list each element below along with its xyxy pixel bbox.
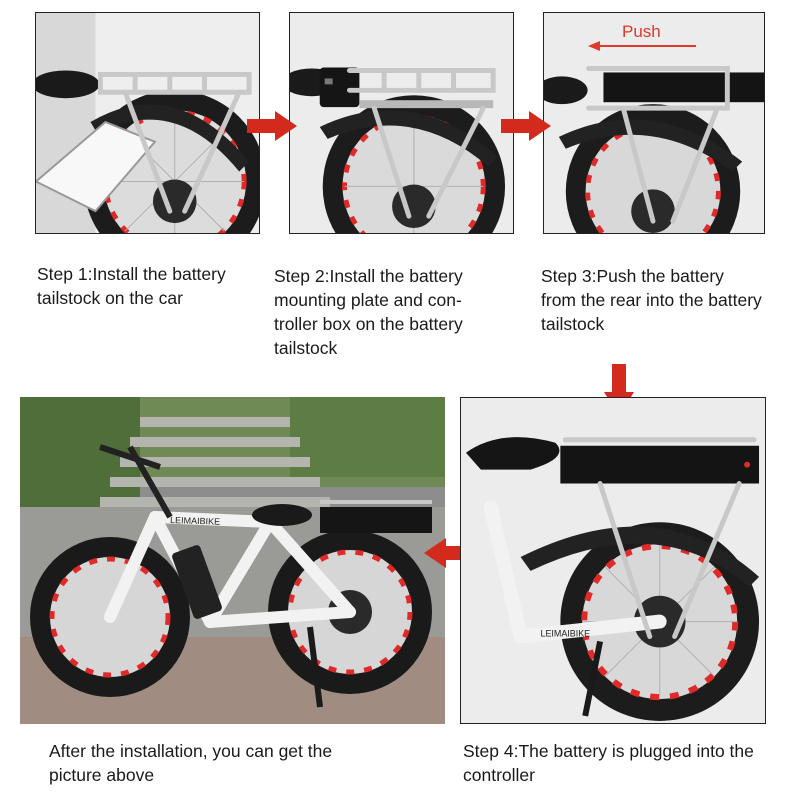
bike-mounting-plate-image: [290, 13, 513, 233]
final-caption: After the installation, you can get the …: [49, 741, 333, 785]
step1-caption: Step 1:Install the battery tailstock on …: [37, 264, 226, 308]
right-arrow-icon-1: [247, 111, 297, 141]
right-arrow-icon-2: [501, 111, 551, 141]
step4-photo: LEIMAIBIKE: [460, 397, 766, 724]
step4-caption: Step 4:The battery is plugged into the c…: [463, 741, 754, 785]
step3-caption: Step 3:Push the battery from the rear in…: [541, 266, 762, 334]
bike-push-battery-image: [544, 13, 764, 233]
assembled-ebike-image: LEIMAIBIKE: [20, 397, 445, 724]
bike-battery-plugged-image: LEIMAIBIKE: [461, 398, 765, 723]
svg-text:LEIMAIBIKE: LEIMAIBIKE: [170, 515, 220, 527]
push-left-arrow-icon: [588, 41, 696, 51]
step3-photo: [543, 12, 765, 234]
step2-photo: [289, 12, 514, 234]
svg-text:LEIMAIBIKE: LEIMAIBIKE: [540, 629, 590, 639]
final-photo: LEIMAIBIKE: [20, 397, 445, 724]
step2-caption: Step 2:Install the battery mounting plat…: [274, 266, 463, 358]
bike-rear-rack-image: [36, 13, 259, 233]
left-arrow-icon: [424, 538, 474, 568]
step1-photo: [35, 12, 260, 234]
push-label: Push: [622, 22, 661, 41]
